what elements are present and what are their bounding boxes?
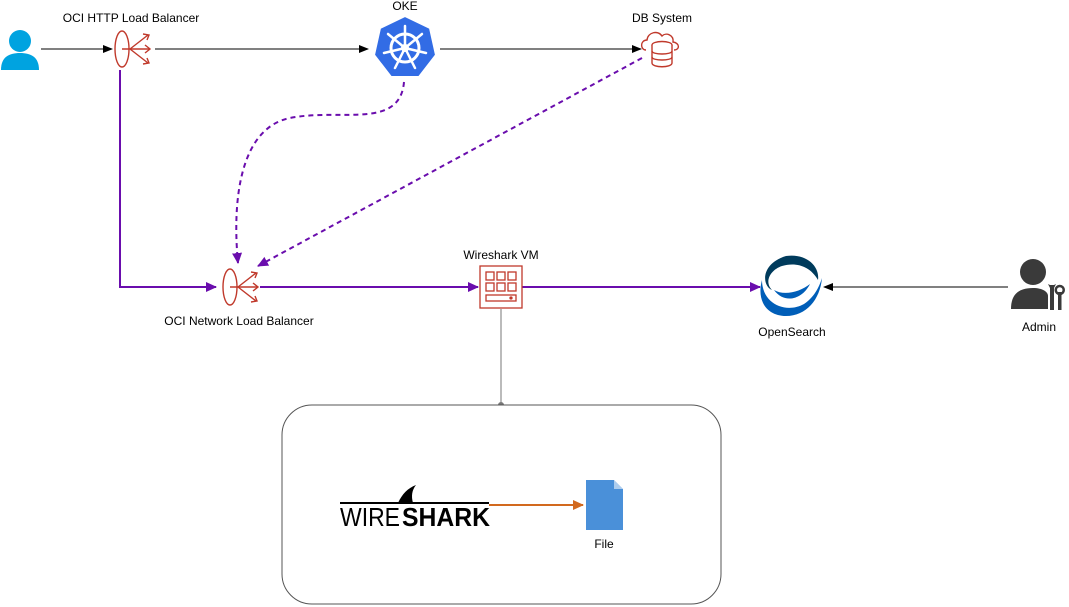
db-system-label: DB System bbox=[632, 11, 692, 25]
admin-user-icon bbox=[1011, 259, 1065, 310]
file-label: File bbox=[594, 537, 614, 551]
http-load-balancer-icon bbox=[114, 30, 152, 68]
file-icon bbox=[586, 480, 623, 530]
vm-icon bbox=[479, 265, 523, 309]
opensearch-icon bbox=[760, 255, 822, 316]
wireshark-logo-shark: SHARK bbox=[402, 502, 490, 532]
database-cloud-icon bbox=[640, 31, 680, 68]
wireshark-logo: WIRE SHARK bbox=[340, 485, 490, 532]
edge-http-lb-to-nlb bbox=[119, 70, 217, 292]
oke-label: OKE bbox=[392, 0, 417, 13]
user-icon bbox=[1, 30, 39, 70]
opensearch-label: OpenSearch bbox=[758, 325, 825, 339]
network-load-balancer-icon bbox=[222, 268, 260, 306]
edge-oke-to-nlb-dashed bbox=[232, 81, 405, 264]
wireshark-vm-label: Wireshark VM bbox=[463, 248, 538, 262]
edge-db-to-nlb-dashed bbox=[257, 57, 643, 267]
kubernetes-icon bbox=[372, 14, 438, 78]
admin-label: Admin bbox=[1022, 320, 1056, 334]
http-load-balancer-label: OCI HTTP Load Balancer bbox=[63, 11, 200, 25]
network-load-balancer-label: OCI Network Load Balancer bbox=[164, 314, 313, 328]
wireshark-logo-wire: WIRE bbox=[340, 502, 400, 532]
